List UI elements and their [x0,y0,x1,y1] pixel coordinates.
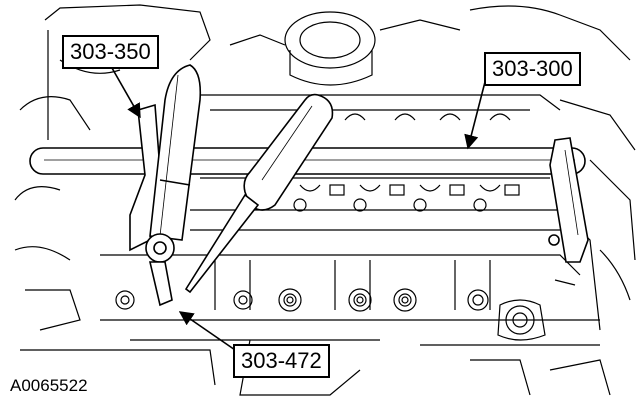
timing-peg-tool [129,64,202,307]
callout-303-472: 303-472 [233,344,330,378]
callout-303-300: 303-300 [484,52,581,86]
engine-background [14,4,636,396]
camshaft-alignment-bar [29,137,589,263]
leader-lines [111,67,487,353]
screwdriver [184,93,334,294]
callout-303-350: 303-350 [62,35,159,69]
figure-id: A0065522 [10,376,88,395]
